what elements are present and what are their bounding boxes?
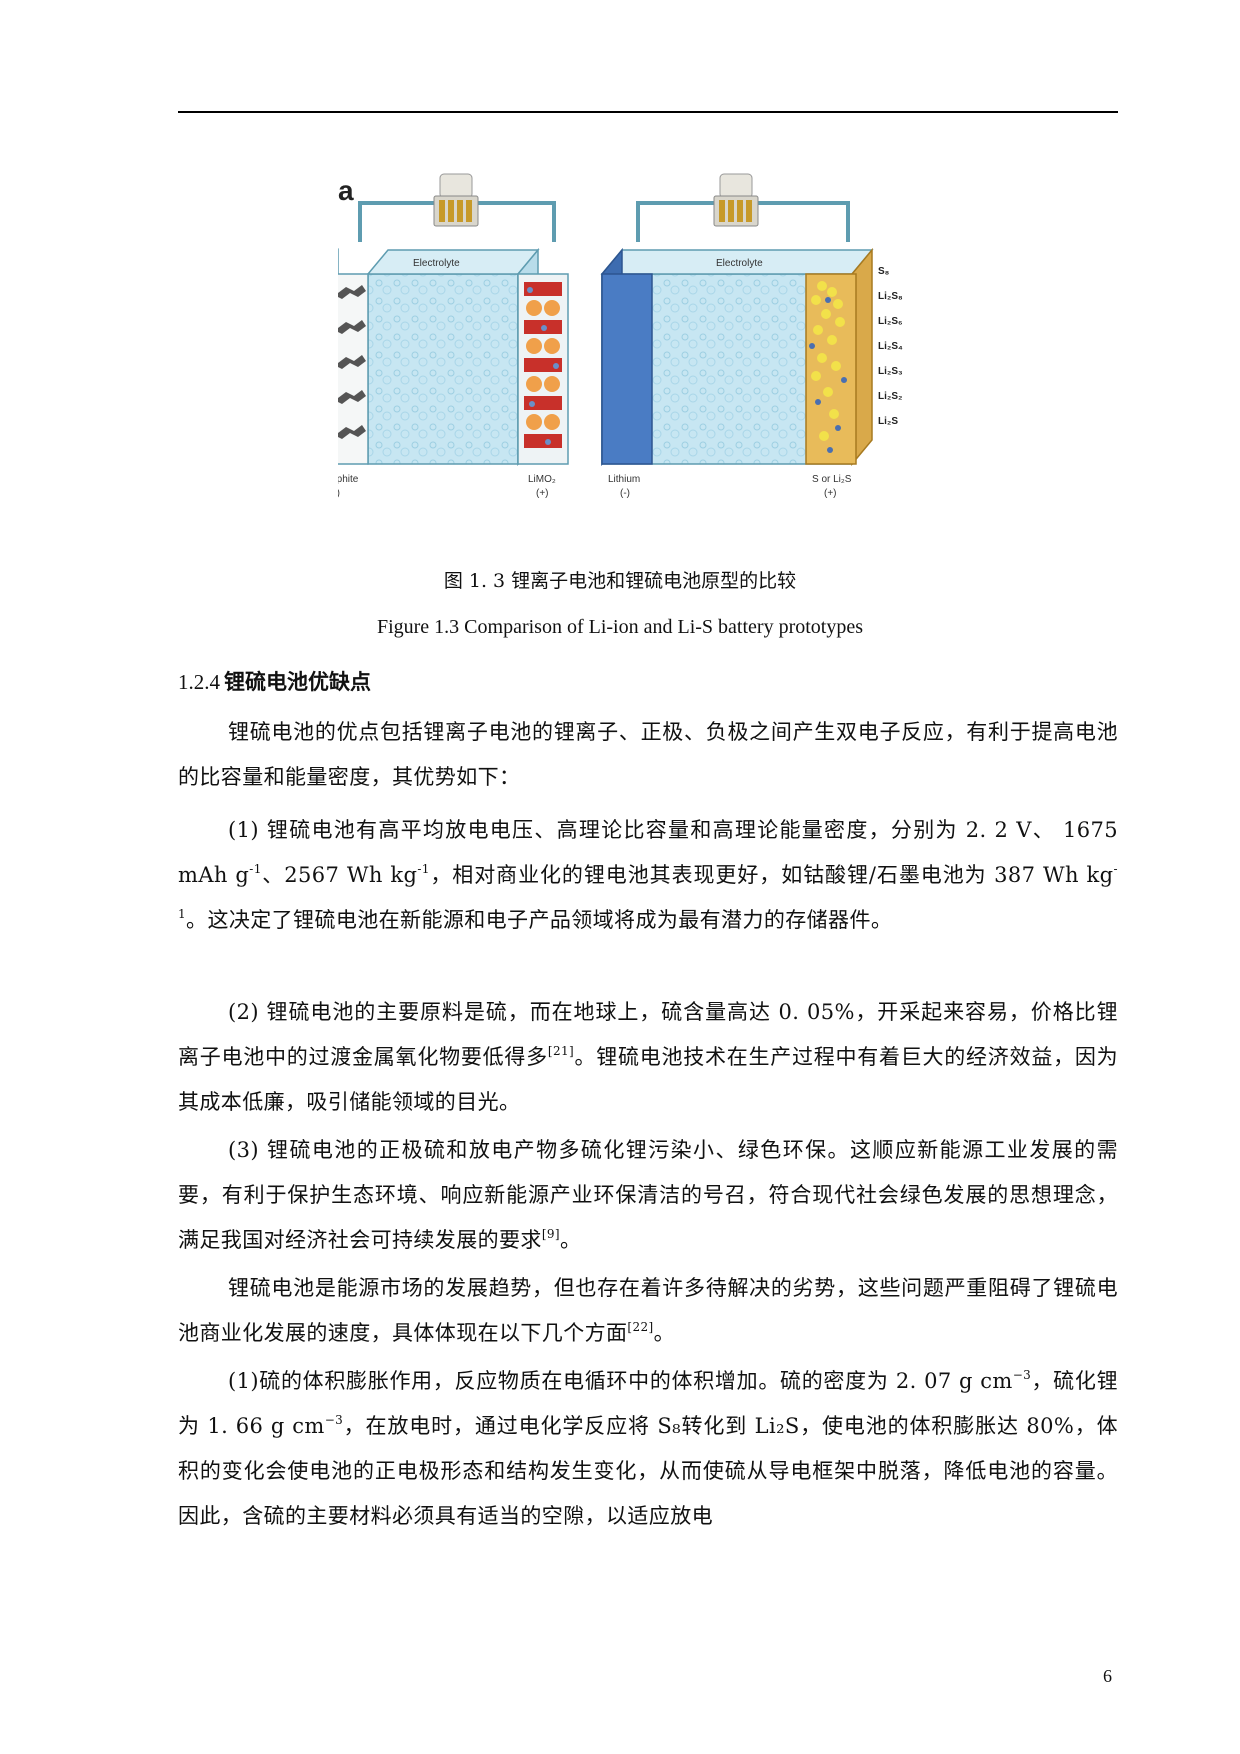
paragraph-disadvantage-1: (1)硫的体积膨胀作用，反应物质在电循环中的体积增加。硫的密度为 2. 07 g… (178, 1359, 1118, 1539)
paragraph-text: (3) 锂硫电池的正极硫和放电产物多硫化锂污染小、绿色环保。这顺应新能源工业发展… (178, 1138, 1118, 1252)
page-number: 6 (1103, 1666, 1112, 1686)
citation: [9] (541, 1227, 561, 1241)
paragraph-text: 、2567 Wh kg (261, 863, 418, 887)
citation: [21] (547, 1044, 575, 1058)
battery-comparison-figure: a Electrolyte (338, 170, 938, 540)
paragraph-disadvantages-intro: 锂硫电池是能源市场的发展趋势，但也存在着许多待解决的劣势，这些问题严重阻碍了锂硫… (178, 1266, 1118, 1356)
lithium-label: Lithium (608, 474, 640, 485)
paragraph-text: (1)硫的体积膨胀作用，反应物质在电循环中的体积增加。硫的密度为 2. 07 g… (228, 1369, 1013, 1393)
paragraph-advantages-intro: 锂硫电池的优点包括锂离子电池的锂离子、正极、负极之间产生双电子反应，有利于提高电… (178, 710, 1118, 800)
paragraph-text: 锂硫电池的优点包括锂离子电池的锂离子、正极、负极之间产生双电子反应，有利于提高电… (178, 720, 1118, 789)
species-li2s2: Li₂S₂ (878, 391, 902, 402)
right-battery-charger-icon (713, 173, 759, 227)
li-s-cell: Electrolyte S₈ Li₂S₈ Li₂S₆ Li₂S₄ Li₂S₃ L… (600, 173, 903, 499)
limo2-label: LiMO₂ (528, 474, 556, 485)
species-li2s: Li₂S (878, 416, 898, 427)
paragraph-text: 。 (653, 1321, 676, 1345)
left-electrolyte-label: Electrolyte (413, 258, 460, 269)
sulfur-sign: (+) (824, 488, 837, 499)
li-ion-cell: Electrolyte G (338, 173, 569, 499)
left-battery-charger-icon (433, 173, 479, 227)
paragraph-text: (1) 锂硫电池有高平均放电电压、高理论比容量和高理论能量密度，分别为 2. 2… (178, 818, 1118, 887)
right-electrolyte-label: Electrolyte (716, 258, 763, 269)
paragraph-advantage-3: (3) 锂硫电池的正极硫和放电产物多硫化锂污染小、绿色环保。这顺应新能源工业发展… (178, 1128, 1118, 1263)
graphite-layers (338, 285, 366, 439)
sulfur-particles (809, 281, 847, 453)
paragraph-text: ，硫化锂为 1. 66 g cm (178, 1369, 1118, 1438)
superscript: -1 (178, 862, 1118, 921)
paragraph-text: 。 (560, 1228, 582, 1252)
citation: [22] (627, 1320, 654, 1334)
header-rule (178, 111, 1118, 113)
paragraph-text: ，相对商业化的锂电池其表现更好，如钴酸锂/石墨电池为 387 Wh kg (429, 863, 1114, 887)
section-number: 1.2.4 (178, 670, 220, 694)
figure-caption-chinese: 图 1. 3 锂离子电池和锂硫电池原型的比较 (443, 570, 797, 592)
superscript: −3 (1012, 1368, 1032, 1382)
section-title: 锂硫电池优缺点 (224, 669, 371, 694)
species-s8: S₈ (878, 266, 890, 277)
limo2-sign: (+) (536, 488, 549, 499)
sulfur-label: S or Li₂S (812, 474, 852, 485)
limo2-layers (524, 282, 562, 448)
species-li2s6: Li₂S₆ (878, 316, 903, 327)
paragraph-advantage-1: (1) 锂硫电池有高平均放电电压、高理论比容量和高理论能量密度，分别为 2. 2… (178, 808, 1118, 943)
superscript: -1 (249, 862, 262, 876)
paragraph-text: (2) 锂硫电池的主要原料是硫，而在地球上，硫含量高达 0. 05%，开采起来容… (178, 1000, 1118, 1069)
species-li2s8: Li₂S₈ (878, 291, 903, 302)
figure-svg: a Electrolyte (338, 173, 903, 499)
paragraph-advantage-2: (2) 锂硫电池的主要原料是硫，而在地球上，硫含量高达 0. 05%，开采起来容… (178, 990, 1118, 1125)
species-li2s3: Li₂S₃ (878, 366, 903, 377)
paragraph-text: 。锂硫电池技术在生产过程中有着巨大的经济效益，因为其成本低廉，吸引储能领域的目光… (178, 1045, 1118, 1114)
graphite-sign: (-) (338, 488, 340, 499)
species-li2s4: Li₂S₄ (878, 341, 903, 352)
paragraph-text: 。这决定了锂硫电池在新能源和电子产品领域将成为最有潜力的存储器件。 (186, 908, 893, 932)
superscript: −3 (324, 1413, 344, 1427)
graphite-label: Graphite (338, 474, 359, 485)
superscript: -1 (417, 862, 430, 876)
paragraph-text: ，在放电时，通过电化学反应将 S₈转化到 Li₂S，使电池的体积膨胀达 80%，… (178, 1414, 1118, 1528)
panel-label: a (338, 175, 354, 206)
paragraph-text: 锂硫电池是能源市场的发展趋势，但也存在着许多待解决的劣势，这些问题严重阻碍了锂硫… (178, 1276, 1118, 1345)
figure-caption-english: Figure 1.3 Comparison of Li-ion and Li-S… (376, 616, 864, 638)
lithium-sign: (-) (620, 488, 630, 499)
